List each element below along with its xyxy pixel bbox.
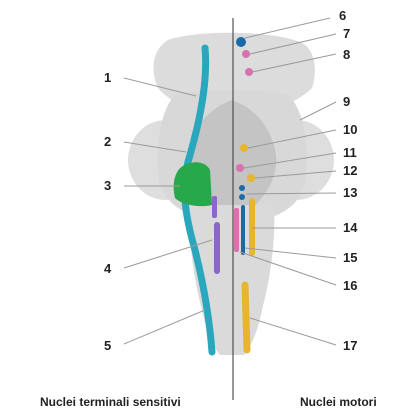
label-3: 3 (104, 178, 111, 193)
nucleus-yellow-column (249, 198, 255, 256)
label-9: 9 (343, 94, 350, 109)
nucleus-blue-column (241, 205, 245, 255)
nucleus-yellow-2 (247, 174, 255, 182)
label-6: 6 (339, 8, 346, 23)
nucleus-yellow-lower (245, 285, 247, 350)
brainstem-silhouette (128, 33, 334, 355)
label-2: 2 (104, 134, 111, 149)
label-8: 8 (343, 47, 350, 62)
nucleus-pink-2 (245, 68, 253, 76)
nucleus-blue-1 (239, 185, 245, 191)
label-7: 7 (343, 26, 350, 41)
caption-motor-nuclei: Nuclei motori (300, 395, 377, 409)
label-16: 16 (343, 278, 357, 293)
label-10: 10 (343, 122, 357, 137)
label-5: 5 (104, 338, 111, 353)
nucleus-blue-top (236, 37, 246, 47)
nucleus-green (174, 162, 212, 206)
nucleus-pink-3 (236, 164, 244, 172)
label-17: 17 (343, 338, 357, 353)
caption-sensory-nuclei: Nuclei terminali sensitivi (40, 395, 181, 409)
labels-left: 1 2 3 4 5 (104, 70, 112, 353)
label-13: 13 (343, 185, 357, 200)
nucleus-yellow-1 (240, 144, 248, 152)
label-15: 15 (343, 250, 357, 265)
nucleus-blue-2 (239, 194, 245, 200)
label-1: 1 (104, 70, 111, 85)
nucleus-pink-column (234, 208, 239, 252)
nucleus-pink-1 (242, 50, 250, 58)
label-11: 11 (343, 145, 357, 160)
nucleus-purple-1 (212, 196, 217, 218)
label-14: 14 (343, 220, 358, 235)
nucleus-purple-2 (214, 222, 220, 274)
label-4: 4 (104, 261, 112, 276)
label-12: 12 (343, 163, 357, 178)
labels-right: 6 7 8 9 10 11 12 13 14 15 16 17 (339, 8, 358, 353)
